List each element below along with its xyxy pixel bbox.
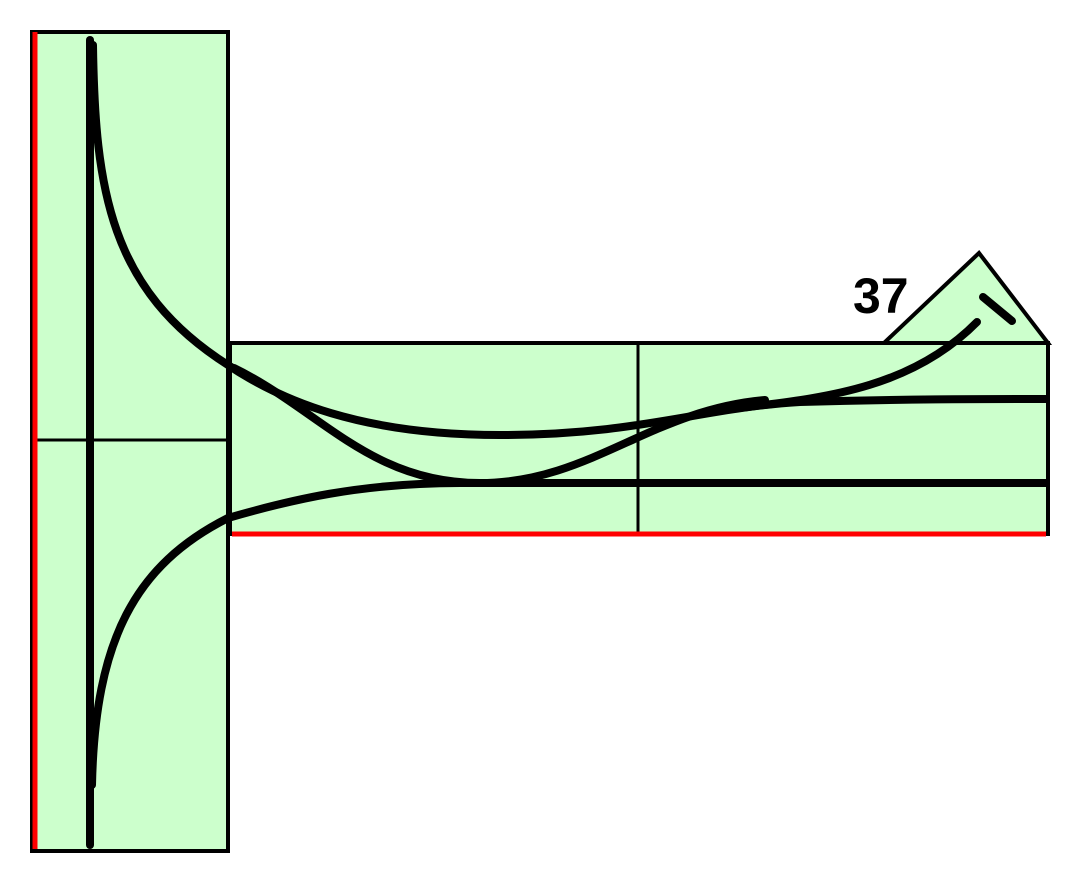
crossover-track [230,364,769,487]
upper-curve-track [89,41,1050,439]
spur-number-label: 37 [853,268,909,324]
spur-track [736,318,981,412]
lower-curve-track [88,479,1050,789]
spur-end-stub [979,293,1016,325]
